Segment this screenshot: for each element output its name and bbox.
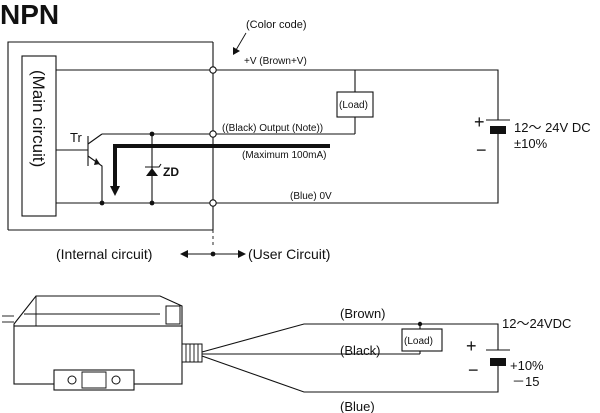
terminal-brown [209, 66, 217, 74]
blue-wire [56, 160, 499, 204]
blue-wire-label: (Blue) 0V [290, 191, 332, 202]
junction-dot [417, 321, 423, 327]
supply-tolerance-label: ±10% [514, 136, 548, 151]
bottom-supply-label: 12～24VDC [502, 316, 571, 331]
supply-minus-sign: − [476, 140, 487, 160]
transistor-collector [87, 133, 103, 145]
battery-plate-short [490, 126, 506, 134]
junction-dot [99, 200, 105, 206]
transistor-label: Tr [70, 130, 82, 145]
bottom-minus-sign: − [468, 360, 479, 380]
bottom-brown-wire [201, 323, 499, 353]
bottom-load-label: (Load) [404, 336, 433, 347]
current-path-arrowhead [110, 186, 120, 196]
diagram-title: NPN [0, 0, 59, 30]
supply-plus-sign: + [474, 112, 485, 132]
user-circuit-label: (User Circuit) [248, 246, 330, 262]
bottom-tolerance-minus: －15 [512, 374, 539, 389]
boundary-arrow-right [238, 250, 246, 258]
zener-diode-icon [146, 168, 158, 176]
sensor-housing-outline [7, 41, 213, 230]
black-wire-label: ((Black) Output (Note)) [222, 123, 323, 134]
load-label: (Load) [339, 100, 368, 111]
sensor-device-illustration [2, 295, 203, 391]
bottom-plus-sign: + [466, 336, 477, 356]
color-code-label: (Color code) [246, 19, 307, 31]
bottom-blue-wire [201, 355, 499, 393]
main-circuit-label: (Main circuit) [29, 70, 48, 167]
zener-bar [145, 163, 162, 168]
junction-dot [149, 200, 155, 206]
bottom-tolerance-plus: +10% [510, 358, 544, 373]
boundary-arrow-dot [210, 251, 216, 257]
junction-dot [149, 131, 155, 137]
color-code-leader [235, 32, 247, 51]
color-code-arrowhead [233, 47, 240, 55]
bottom-battery-plate-short [490, 358, 506, 366]
transistor-emitter [87, 155, 103, 203]
boundary-arrow-left [180, 250, 188, 258]
internal-circuit-label: (Internal circuit) [56, 246, 152, 262]
max-current-path [113, 144, 330, 186]
supply-voltage-label: 12～ 24V DC [514, 120, 591, 135]
brown-wire-label: +V (Brown+V) [244, 56, 307, 67]
max-current-label: (Maximum 100mA) [242, 150, 326, 161]
main-circuit-box [21, 55, 57, 217]
bottom-black-label: (Black) [340, 343, 380, 358]
transistor-emitter-arrow [94, 158, 100, 165]
brown-wire [56, 69, 499, 120]
bottom-blue-label: (Blue) [340, 399, 375, 413]
bottom-brown-label: (Brown) [340, 306, 386, 321]
terminal-black [209, 130, 217, 138]
terminal-blue [209, 199, 217, 207]
zener-label: ZD [163, 165, 179, 179]
bottom-load-box [401, 328, 443, 352]
